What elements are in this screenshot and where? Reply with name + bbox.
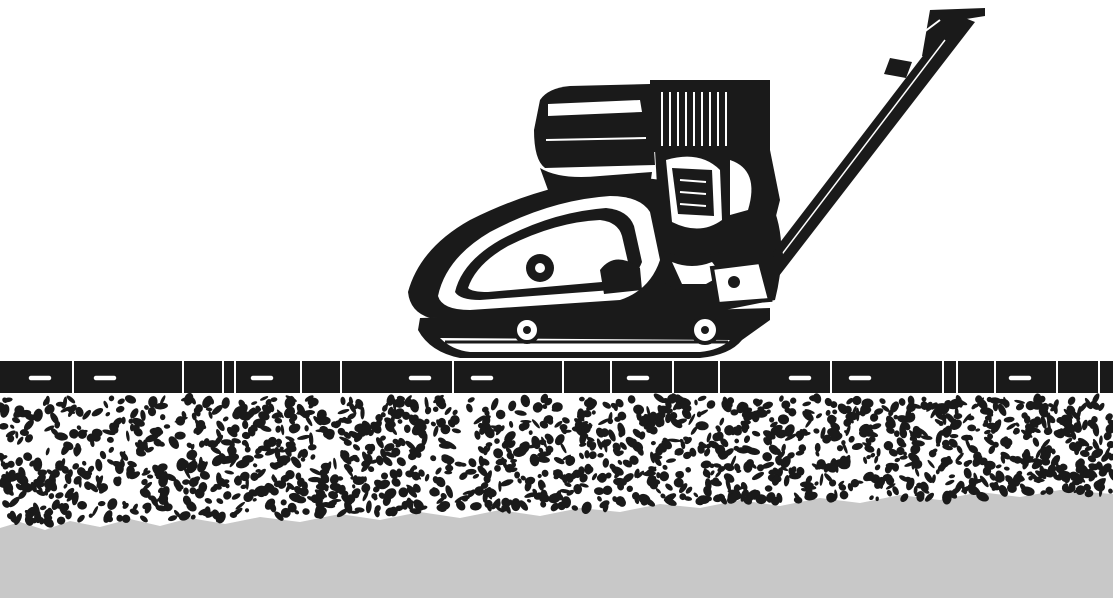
plate-compactor (408, 8, 985, 358)
paver-row (0, 361, 1113, 393)
